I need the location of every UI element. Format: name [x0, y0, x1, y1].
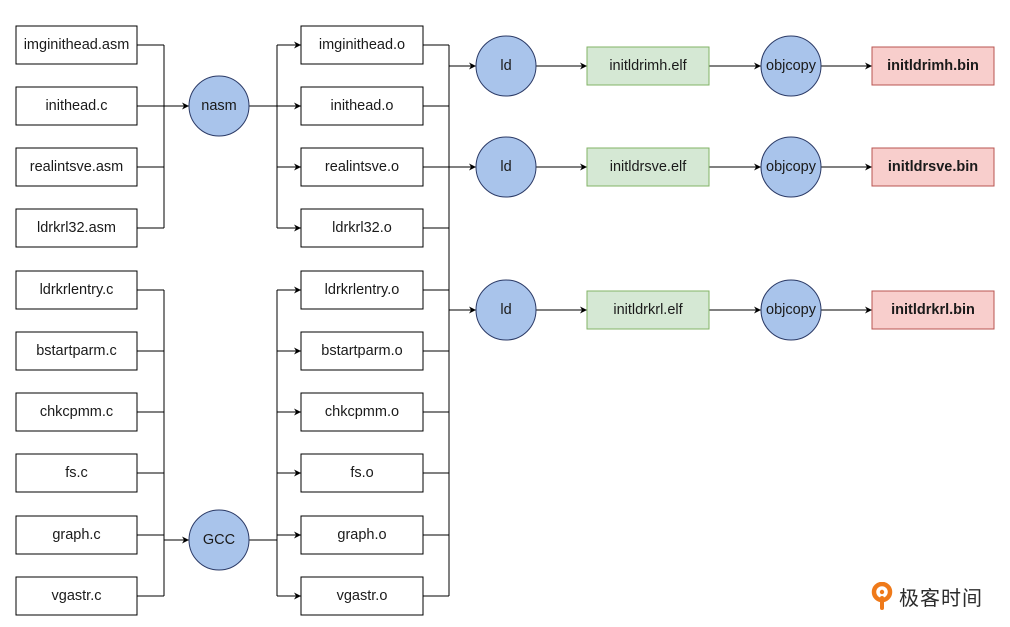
- bin-file-label: initldrimh.bin: [887, 58, 979, 74]
- object-file-label: ldrkrlentry.o: [325, 282, 400, 298]
- source-file-label: ldrkrlentry.c: [40, 282, 114, 298]
- object-file-label: chkcpmm.o: [325, 404, 399, 420]
- bin-file-label: initldrkrl.bin: [891, 302, 975, 318]
- bin-file-box: [871, 46, 995, 86]
- source-file-box: [15, 515, 138, 555]
- object-file-box: [300, 331, 424, 371]
- source-file-label: graph.c: [52, 527, 100, 543]
- ld-node: [475, 35, 537, 97]
- object-file-label: realintsve.o: [325, 159, 399, 175]
- bin-file-label: initldrsve.bin: [888, 159, 978, 175]
- source-file-label: imginithead.asm: [24, 37, 130, 53]
- elf-file-label: initldrsve.elf: [610, 159, 688, 175]
- elf-file-box: [586, 290, 710, 330]
- source-file-label: bstartparm.c: [36, 343, 117, 359]
- object-file-box: [300, 270, 424, 310]
- ld-label: ld: [500, 159, 511, 175]
- source-file-label: vgastr.c: [52, 588, 102, 604]
- object-file-box: [300, 208, 424, 248]
- nodes: imginithead.asm inithead.c realintsve.asm l…: [15, 25, 995, 616]
- elf-file-box: [586, 46, 710, 86]
- ld-node: [475, 279, 537, 341]
- object-file-box: [300, 576, 424, 616]
- elf-file-box: [586, 147, 710, 187]
- source-file-box: [15, 392, 138, 432]
- objcopy-label: objcopy: [766, 302, 817, 318]
- nasm-label: nasm: [201, 98, 236, 114]
- gcc-node: [188, 509, 250, 571]
- objcopy-node: [760, 279, 822, 341]
- geektime-logo-icon: [871, 582, 893, 610]
- elf-file-label: initldrimh.elf: [609, 58, 687, 74]
- source-file-label: inithead.c: [45, 98, 107, 114]
- object-file-box: [300, 147, 424, 187]
- object-file-label: graph.o: [337, 527, 386, 543]
- object-file-box: [300, 515, 424, 555]
- object-file-label: inithead.o: [331, 98, 394, 114]
- objcopy-label: objcopy: [766, 58, 817, 74]
- elf-file-label: initldrkrl.elf: [613, 302, 683, 318]
- source-file-box: [15, 270, 138, 310]
- source-file-box: [15, 86, 138, 126]
- logo-text: 极客时间: [899, 585, 983, 610]
- object-file-label: fs.o: [350, 465, 373, 481]
- ld-node: [475, 136, 537, 198]
- ld-label: ld: [500, 302, 511, 318]
- object-file-box: [300, 86, 424, 126]
- source-file-label: chkcpmm.c: [40, 404, 113, 420]
- source-file-box: [15, 576, 138, 616]
- source-file-box: [15, 331, 138, 371]
- source-file-box: [15, 453, 138, 493]
- object-file-box: [300, 453, 424, 493]
- nasm-node: [188, 75, 250, 137]
- objcopy-node: [760, 35, 822, 97]
- object-file-label: vgastr.o: [337, 588, 388, 604]
- source-file-box: [15, 25, 138, 65]
- connectors: [137, 41, 872, 600]
- source-file-label: fs.c: [65, 465, 88, 481]
- object-file-label: imginithead.o: [319, 37, 405, 53]
- object-file-box: [300, 25, 424, 65]
- brand-logo: 极客时间: [871, 580, 983, 612]
- objcopy-label: objcopy: [766, 159, 817, 175]
- objcopy-node: [760, 136, 822, 198]
- source-file-label: realintsve.asm: [30, 159, 123, 175]
- source-file-box: [15, 147, 138, 187]
- object-file-label: bstartparm.o: [321, 343, 402, 359]
- gcc-label: GCC: [203, 532, 235, 548]
- ld-label: ld: [500, 58, 511, 74]
- bin-file-box: [871, 147, 995, 187]
- object-file-box: [300, 392, 424, 432]
- object-file-label: ldrkrl32.o: [332, 220, 392, 236]
- source-file-box: [15, 208, 138, 248]
- source-file-label: ldrkrl32.asm: [37, 220, 116, 236]
- bin-file-box: [871, 290, 995, 330]
